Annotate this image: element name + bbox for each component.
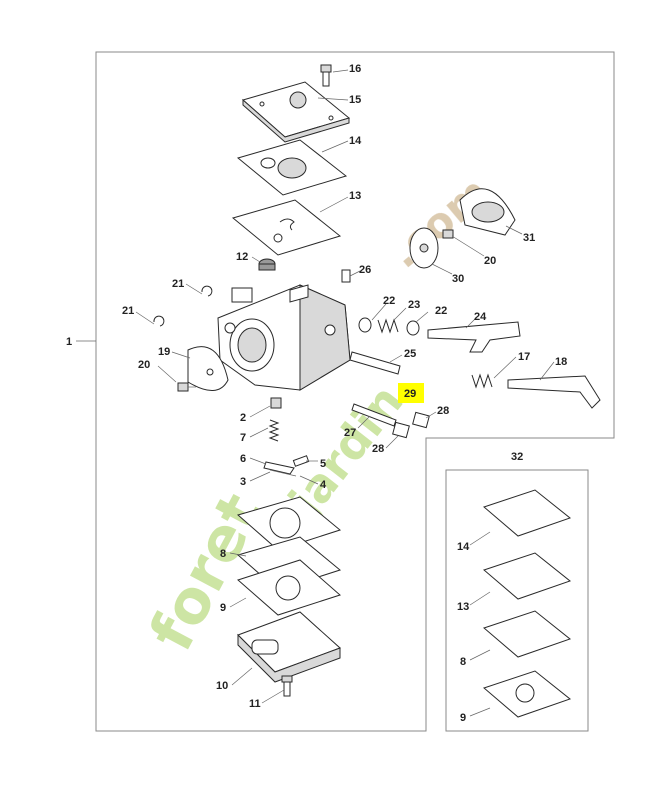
part-20-screw-a	[177, 382, 196, 392]
label-16: 16	[349, 63, 361, 75]
part-27-needle	[351, 403, 397, 427]
part-15-cover	[241, 81, 351, 143]
part-14-gasket	[236, 139, 348, 196]
label-28a: 28	[437, 405, 449, 417]
label-21b: 21	[122, 305, 134, 317]
part-23-spring	[377, 318, 399, 334]
part-24-shaft	[427, 321, 521, 353]
highlight-29: 29	[398, 383, 424, 403]
label-27: 27	[344, 427, 356, 439]
part-19-plate	[187, 346, 229, 391]
label-25: 25	[404, 348, 416, 360]
part-12-plug	[258, 258, 276, 271]
label-8: 8	[220, 548, 226, 560]
part-16-screw	[320, 64, 332, 87]
label-15: 15	[349, 94, 361, 106]
label-18: 18	[555, 356, 567, 368]
highlight-29-label: 29	[404, 388, 416, 400]
part-13-diaphragm	[231, 199, 342, 256]
label-23: 23	[408, 299, 420, 311]
label-k8: 8	[460, 656, 466, 668]
part-28-seat-a	[412, 411, 430, 429]
label-5: 5	[320, 458, 326, 470]
kit-part-8-gasket	[483, 610, 572, 658]
label-22b: 22	[435, 305, 447, 317]
part-21-clip-b	[153, 315, 165, 327]
part-2-needle	[270, 397, 282, 409]
main-assembly-frame	[95, 51, 615, 732]
part-20-screw-b	[442, 229, 454, 239]
part-4-gasket	[236, 496, 342, 551]
part-17-spring	[471, 373, 493, 389]
label-12: 12	[236, 251, 248, 263]
label-20b: 20	[484, 255, 496, 267]
part-9-diaphragm	[237, 559, 341, 616]
part-21-clip-a	[201, 285, 213, 297]
label-17: 17	[518, 351, 530, 363]
kit-part-14-gasket	[483, 489, 572, 537]
label-31: 31	[523, 232, 535, 244]
label-3: 3	[240, 476, 246, 488]
carburetor-body	[217, 284, 351, 391]
label-28b: 28	[372, 443, 384, 455]
label-14: 14	[349, 135, 362, 147]
part-3-pin	[269, 469, 297, 477]
label-22a: 22	[383, 295, 395, 307]
part-22-washer-a	[358, 317, 372, 333]
label-7: 7	[240, 432, 246, 444]
label-30: 30	[452, 273, 464, 285]
part-6-lever	[263, 461, 295, 475]
label-11: 11	[249, 698, 261, 710]
label-4: 4	[320, 479, 327, 491]
part-31-cover	[459, 188, 516, 236]
part-7-spring	[268, 419, 280, 442]
part-18-shaft	[507, 375, 601, 409]
label-6: 6	[240, 453, 246, 465]
kit-part-9-diaphragm	[483, 670, 572, 718]
part-22-washer-b	[406, 320, 420, 336]
part-30-diaphragm	[409, 227, 439, 269]
label-26: 26	[359, 264, 371, 276]
label-k14: 14	[457, 541, 470, 553]
part-5-screw	[292, 455, 310, 467]
label-2: 2	[240, 412, 246, 424]
label-20a: 20	[138, 359, 150, 371]
kit-part-13-diaphragm	[483, 552, 572, 600]
part-28-seat-b	[392, 421, 410, 439]
part-26-pin	[341, 269, 351, 283]
label-k13: 13	[457, 601, 469, 613]
part-10-cover	[237, 611, 341, 683]
leader-lines	[135, 69, 555, 717]
label-k9: 9	[460, 712, 466, 724]
label-32: 32	[511, 451, 523, 463]
part-25-stop	[349, 351, 401, 375]
assembly-label: 1	[66, 336, 72, 348]
label-24: 24	[474, 311, 487, 323]
label-21a: 21	[172, 278, 184, 290]
part-11-screw	[281, 675, 293, 697]
part-labels: 16 15 14 13 12 21 21 26 22 23 22 24 25 1…	[122, 63, 567, 724]
label-10: 10	[216, 680, 228, 692]
label-9: 9	[220, 602, 226, 614]
label-13: 13	[349, 190, 361, 202]
label-19: 19	[158, 346, 170, 358]
repair-kit-frame	[445, 469, 589, 732]
